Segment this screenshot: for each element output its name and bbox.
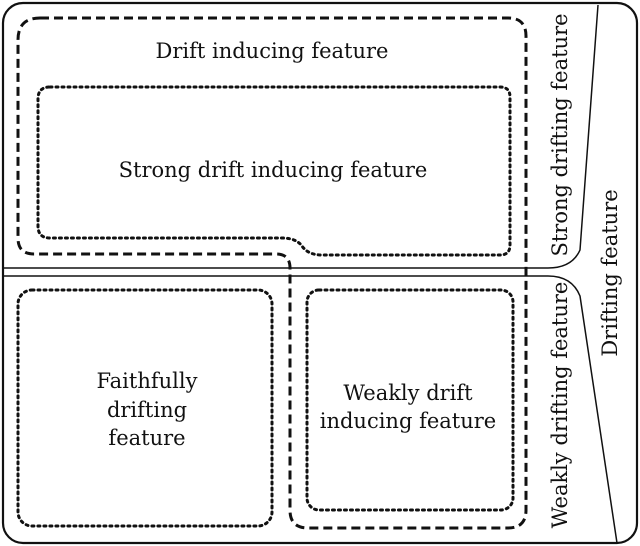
weakly-drift-inducing-region [305,288,515,512]
weakly-drift-inducing-label-line1: Weakly drift [343,381,473,405]
horizontal-divider-upper [3,4,599,269]
faithfully-drifting-label-line3: feature [108,426,185,450]
faithfully-drifting-label-line2: drifting [107,398,187,422]
faithfully-drifting-region [16,288,274,528]
drifting-label: Drifting feature [598,189,622,356]
drift-inducing-region [16,16,528,530]
strong-drifting-label: Strong drifting feature [548,13,572,256]
horizontal-divider-lower [3,275,618,544]
drift-inducing-label: Drift inducing feature [156,39,389,63]
faithfully-drifting-label-line1: Faithfully [97,369,198,393]
weakly-drifting-label: Weakly drifting feature [548,282,572,529]
strong-drift-inducing-region [36,85,512,257]
weakly-drift-inducing-label-line2: inducing feature [320,409,496,433]
strong-drift-inducing-label: Strong drift inducing feature [119,158,428,182]
